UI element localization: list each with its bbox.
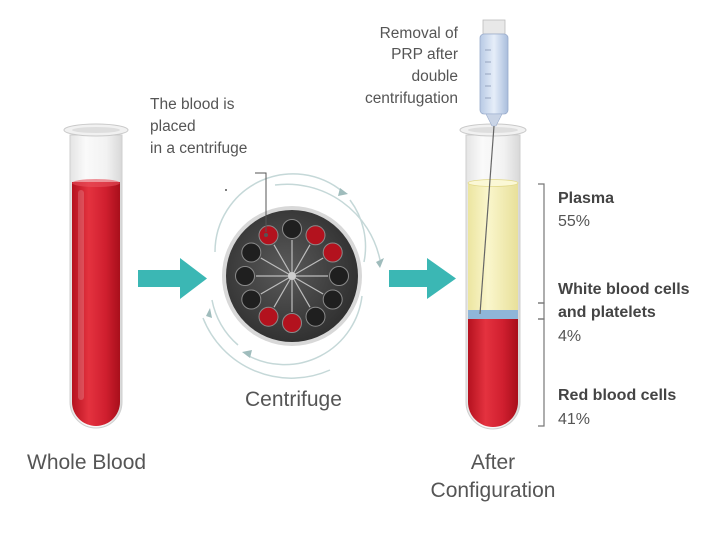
white-cells-label-line-2: and platelets: [558, 304, 656, 321]
rotor-spoke: [291, 244, 311, 277]
red-cells-bracket: [538, 318, 545, 427]
empty-tube-slot: [282, 219, 302, 239]
removal-note-line-1: Removal of: [380, 25, 459, 42]
dot-mark: [225, 189, 227, 191]
empty-tube-slot: [329, 266, 349, 286]
empty-tube-slot: [322, 289, 343, 310]
buffy-coat-layer: [468, 310, 518, 319]
rotor-spoke: [260, 275, 293, 295]
centrifuge-rotation-arrows-icon: [202, 173, 384, 379]
removal-note-line-2: PRP after: [391, 46, 458, 63]
whole-blood-caption: Whole Blood: [27, 451, 146, 474]
layer-brackets: [538, 183, 545, 427]
removal-note-line-4: centrifugation: [365, 90, 458, 107]
rotor-spoke: [291, 257, 324, 277]
after-caption-line-2: Configuration: [431, 479, 556, 502]
rotor-spoke: [273, 275, 293, 308]
empty-tube-slot: [305, 306, 326, 327]
white-cells-label-line-1: White blood cells: [558, 281, 690, 298]
arrow-right-icon: [389, 258, 456, 299]
centrifuge-note-line-1: The blood is: [150, 96, 235, 113]
rotor-spoke: [260, 257, 293, 277]
empty-tube-slot: [241, 242, 262, 263]
centrifuge-note-line-2: placed: [150, 118, 196, 135]
plasma-label: Plasma: [558, 190, 614, 207]
red-cells-label: Red blood cells: [558, 387, 676, 404]
removal-note-line-3: double: [411, 68, 458, 85]
plasma-layer: [468, 183, 518, 310]
after-caption-line-1: After: [471, 451, 515, 474]
blood-tube-slot: [282, 313, 302, 333]
blood-tube-slot: [258, 306, 279, 327]
rotor-spokes: [256, 240, 328, 312]
rotor-spoke: [291, 275, 324, 295]
arrow-right-icon: [138, 258, 207, 299]
red-cell-layer: [468, 319, 518, 427]
whole-blood-fill: [72, 182, 120, 426]
blood-tube-slot: [258, 225, 279, 246]
white-cells-bracket: [538, 302, 545, 320]
centrifuge-caption: Centrifuge: [245, 388, 342, 411]
white-cells-percent: 4%: [558, 328, 581, 345]
syringe-icon: [479, 19, 509, 315]
centrifuge-note-line-3: in a centrifuge: [150, 140, 247, 157]
centrifuge-leader-line: [255, 172, 267, 232]
empty-tube-slot: [235, 266, 255, 286]
red-cells-percent: 41%: [558, 411, 590, 428]
empty-tube-slot: [241, 289, 262, 310]
after-centrifugation-tube: [459, 123, 527, 430]
rotor-spoke: [273, 244, 293, 277]
plasma-bracket: [538, 183, 545, 304]
whole-blood-tube: [63, 123, 129, 429]
rotor-spoke: [291, 275, 311, 308]
blood-tube-slot: [305, 225, 326, 246]
blood-tube-slot: [322, 242, 343, 263]
plasma-percent: 55%: [558, 213, 590, 230]
centrifuge-rotor: [222, 206, 362, 346]
